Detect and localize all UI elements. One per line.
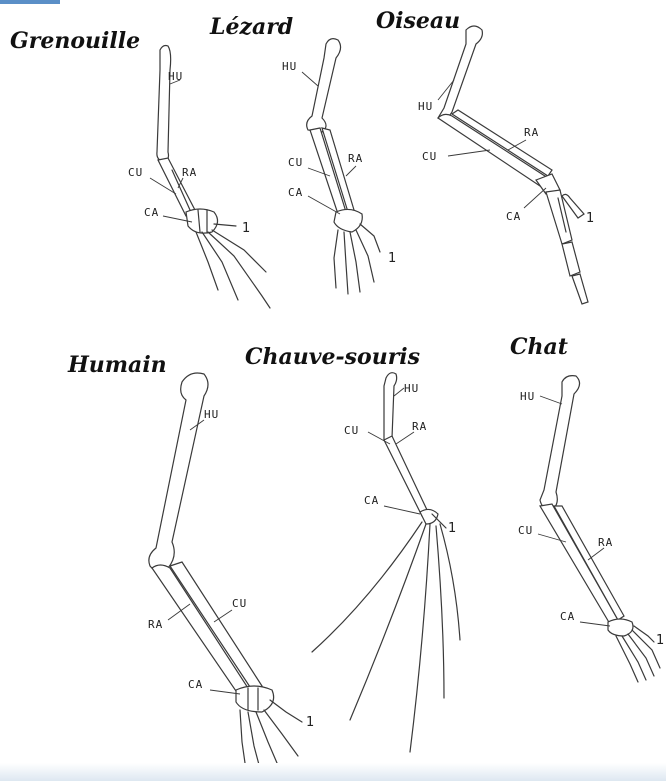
bird-digit-major — [562, 242, 580, 276]
lizard-label-carpals: CA — [288, 186, 303, 199]
human-label-humerus: HU — [204, 408, 219, 421]
cat-label-digit-one: 1 — [656, 633, 664, 648]
cat-label-radius: RA — [598, 536, 613, 549]
frog-label-ulna: CU — [128, 166, 143, 179]
bat-digits — [312, 522, 460, 752]
lizard-humerus — [307, 39, 341, 132]
cat-carpals — [608, 619, 633, 636]
lizard-forelimb: HU CU RA CA 1 — [282, 39, 396, 294]
frog-label-humerus: HU — [168, 70, 183, 83]
frog-label-carpals: CA — [144, 206, 159, 219]
human-carpals — [236, 686, 274, 712]
bat-humerus — [384, 373, 397, 440]
bat-label-radius: RA — [412, 420, 427, 433]
bird-label-radius: RA — [524, 126, 539, 139]
lizard-label-digit-one: 1 — [388, 251, 396, 266]
bat-label-humerus: HU — [404, 382, 419, 395]
bird-label-carpals: CA — [506, 210, 521, 223]
human-ulna — [170, 562, 262, 690]
cat-label-ulna: CU — [518, 524, 533, 537]
bat-forelimb: HU CU RA CA 1 — [312, 373, 460, 752]
cat-forelimb: HU CU RA CA 1 — [518, 376, 664, 682]
bat-label-carpals: CA — [364, 494, 379, 507]
lizard-digits — [334, 224, 380, 294]
lizard-label-radius: RA — [348, 152, 363, 165]
bat-radius — [384, 436, 428, 516]
human-radius — [152, 565, 248, 694]
bat-label-ulna: CU — [344, 424, 359, 437]
cat-label-humerus: HU — [520, 390, 535, 403]
bird-label-ulna: CU — [422, 150, 437, 163]
bat-label-digit-one: 1 — [448, 521, 456, 536]
bird-radius — [452, 110, 552, 176]
human-forelimb: HU RA CU CA 1 — [148, 373, 314, 776]
frog-digits — [196, 224, 270, 308]
lizard-label-humerus: HU — [282, 60, 297, 73]
frog-label-digit-one: 1 — [242, 221, 250, 236]
frog-forelimb: HU CU RA CA 1 — [128, 46, 270, 309]
cat-label-carpals: CA — [560, 610, 575, 623]
human-label-radius: RA — [148, 618, 163, 631]
page-bottom-shadow — [0, 763, 666, 781]
human-label-carpals: CA — [188, 678, 203, 691]
human-humerus — [149, 373, 208, 571]
frog-carpals — [186, 209, 218, 233]
human-label-ulna: CU — [232, 597, 247, 610]
cat-ulna — [540, 504, 618, 624]
frog-label-radius: RA — [182, 166, 197, 179]
bird-label-humerus: HU — [418, 100, 433, 113]
cat-radius — [554, 506, 624, 620]
frog-humerus — [157, 46, 171, 163]
cat-humerus — [540, 376, 580, 510]
bird-label-digit-one: 1 — [586, 211, 594, 226]
lizard-label-ulna: CU — [288, 156, 303, 169]
human-label-digit-one: 1 — [306, 715, 314, 730]
bird-forelimb: HU CU RA CA 1 — [418, 26, 594, 304]
bird-humerus — [438, 26, 482, 119]
